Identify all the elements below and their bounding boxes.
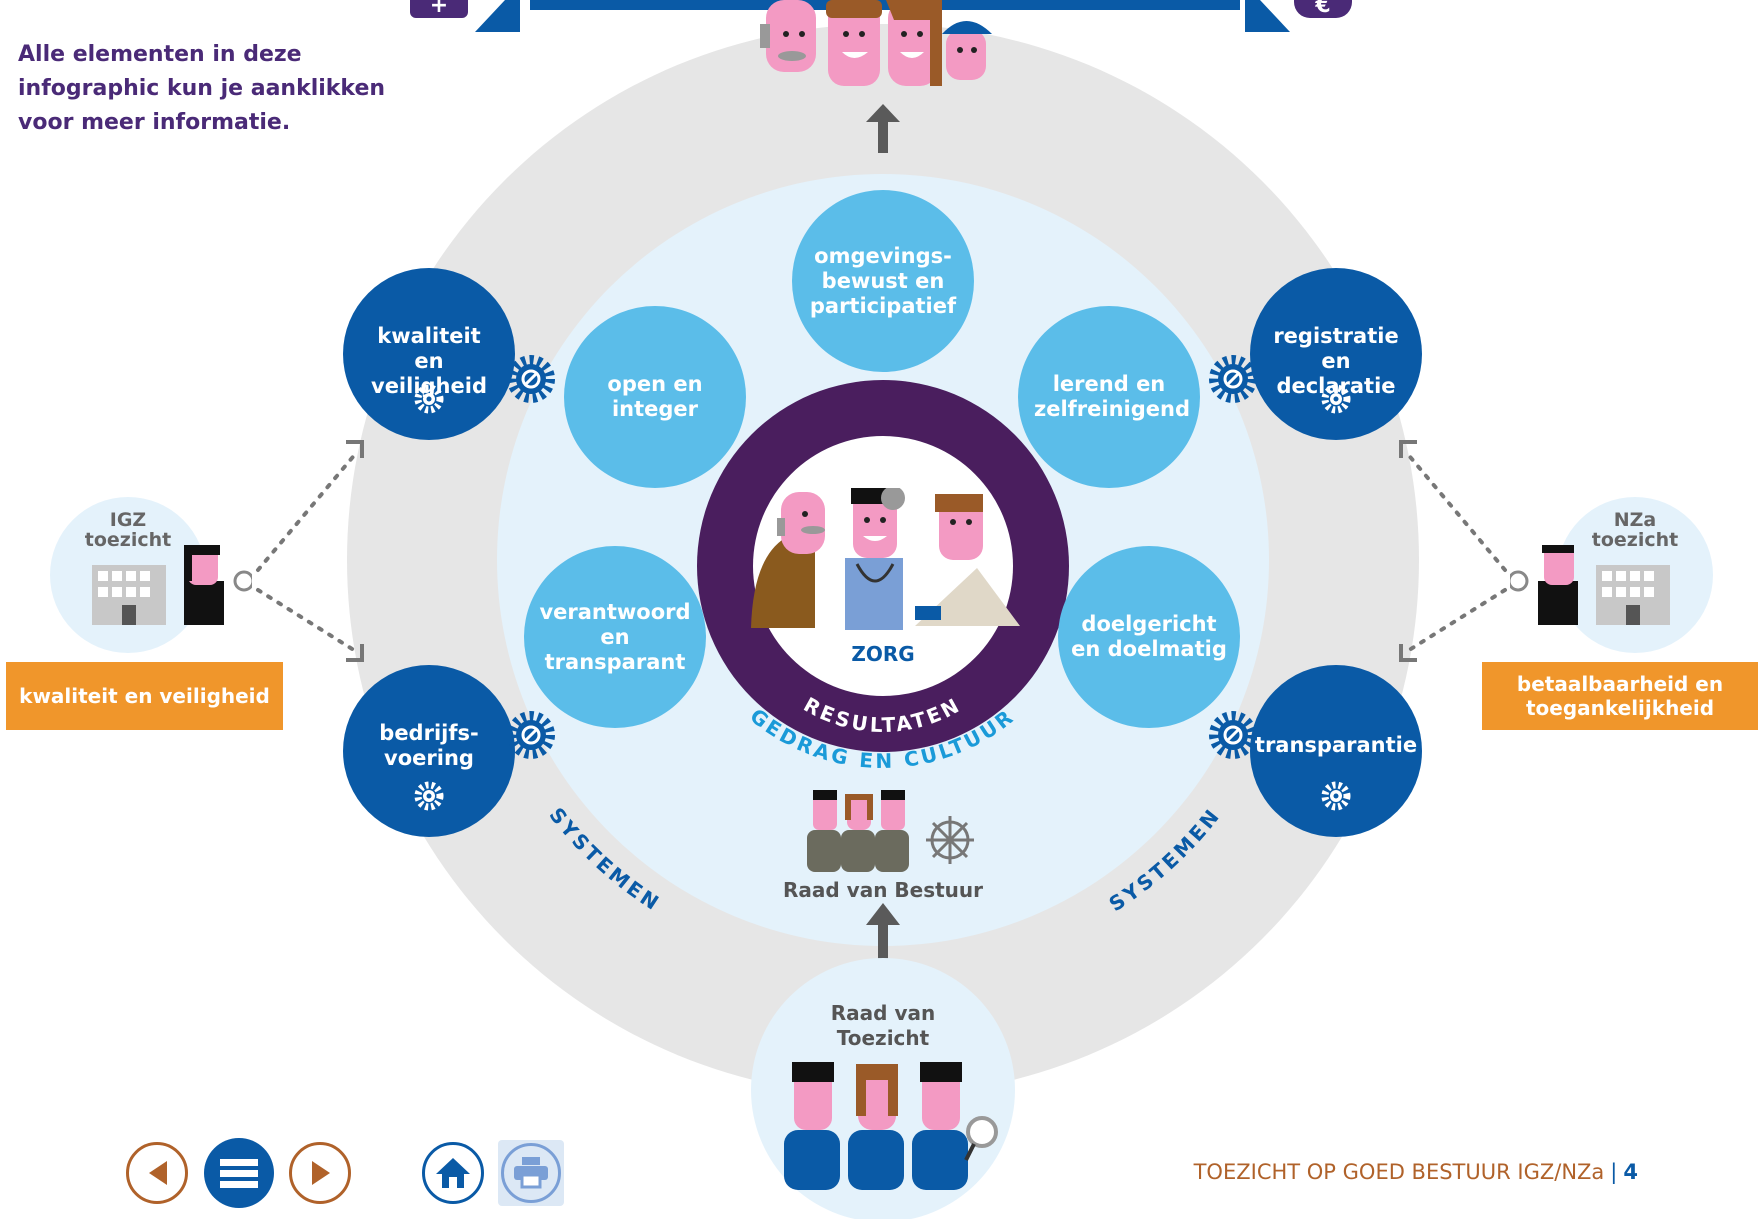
inspector-woman [184, 545, 252, 625]
nza-dotted-lines [1404, 450, 1507, 654]
next-button[interactable] [289, 1142, 351, 1204]
gear-blocked-icon [507, 711, 555, 759]
prev-button[interactable] [126, 1142, 188, 1204]
node-doelgericht[interactable]: doelgericht en doelmatig [1058, 546, 1240, 728]
node-kwaliteit[interactable]: kwaliteit en veiligheid [343, 268, 515, 440]
chevron-right-icon [312, 1161, 330, 1185]
igz-arrowheads [346, 440, 364, 662]
plus-icon[interactable]: + [410, 0, 468, 18]
igz-title[interactable]: IGZ toezicht [84, 509, 172, 551]
gear-blocked-icon [507, 355, 555, 403]
node-omgevingsbewust-label: omgevings- bewust en participatief [809, 243, 957, 318]
person-old-man [760, 0, 816, 72]
arrow-up-top [866, 104, 900, 153]
page-footer: TOEZICHT OP GOED BESTUUR IGZ/NZa|4 [1194, 1160, 1638, 1184]
document-title: TOEZICHT OP GOED BESTUUR IGZ/NZa [1193, 1160, 1605, 1184]
doctor [845, 488, 905, 630]
node-omgevingsbewust[interactable]: omgevings- bewust en participatief [792, 190, 974, 372]
patient-elderly [751, 492, 825, 628]
node-transparantie[interactable]: transparantie [1250, 665, 1422, 837]
node-bedrijfsvoering[interactable]: bedrijfs- voering [343, 665, 515, 837]
nza-arrowheads [1399, 440, 1417, 662]
node-registratie[interactable]: registratie en declaratie [1250, 268, 1422, 440]
top-banner-left-tab [475, 0, 520, 32]
nza-focus-label[interactable]: betaalbaarheid en toegankelijkheid [1482, 662, 1758, 730]
top-banner-right-tab [1245, 0, 1290, 32]
patient-in-bed [915, 494, 1020, 626]
top-banner-bar [530, 0, 1240, 10]
home-button[interactable] [422, 1142, 484, 1204]
node-bedrijfsvoering-label: bedrijfs- voering [379, 721, 479, 770]
node-open-integer[interactable]: open en integer [564, 306, 746, 488]
person-worker [942, 21, 992, 80]
supervisory-board-icon[interactable] [780, 1060, 1006, 1190]
gear-icon [1321, 781, 1351, 811]
nza-inspector-icon[interactable] [1510, 545, 1670, 625]
print-icon [514, 1157, 548, 1189]
intro-text: Alle elementen in deze infographic kun j… [18, 42, 386, 135]
person-woman [886, 0, 942, 86]
chevron-left-icon [149, 1161, 167, 1185]
node-doelgericht-label: doelgericht en doelmatig [1071, 612, 1227, 661]
igz-focus-label[interactable]: kwaliteit en veiligheid [6, 662, 283, 730]
gear-icon [414, 384, 444, 414]
page-number: 4 [1623, 1160, 1638, 1184]
home-icon [436, 1158, 470, 1188]
zorg-label: ZORG [851, 642, 915, 666]
gear-blocked-icon [1209, 711, 1257, 759]
board-of-directors-icon[interactable] [805, 790, 985, 872]
node-verantwoord-label: verantwoord en transparant [539, 599, 691, 674]
menu-button[interactable] [204, 1138, 274, 1208]
node-lerend[interactable]: lerend en zelfreinigend [1018, 306, 1200, 488]
euro-icon[interactable]: € [1294, 0, 1352, 18]
menu-icon [220, 1159, 258, 1188]
raad-van-bestuur-label[interactable]: Raad van Bestuur [782, 878, 984, 902]
node-open-integer-label: open en integer [607, 372, 703, 421]
gear-blocked-icon [1209, 355, 1257, 403]
igz-dotted-lines [256, 450, 359, 654]
raad-van-toezicht-label[interactable]: Raad van Toezicht [830, 1001, 936, 1050]
node-lerend-label: lerend en zelfreinigend [1034, 372, 1191, 421]
footer-separator: | [1610, 1160, 1618, 1184]
node-verantwoord[interactable]: verantwoord en transparant [524, 546, 706, 728]
person-man [826, 0, 882, 86]
igz-inspector-icon[interactable] [92, 545, 252, 625]
node-transparantie-label: transparantie [1254, 733, 1418, 757]
stakeholders-people-icon[interactable] [760, 0, 1010, 90]
print-button[interactable] [498, 1140, 564, 1206]
gear-icon [414, 781, 444, 811]
care-scene-icon [751, 488, 1020, 630]
building-icon [1596, 565, 1670, 625]
building-icon [92, 565, 166, 625]
gear-icon [1321, 384, 1351, 414]
inspector-man [1510, 545, 1578, 625]
arrow-up-bottom [866, 903, 900, 978]
nza-title[interactable]: NZa toezicht [1591, 509, 1679, 551]
